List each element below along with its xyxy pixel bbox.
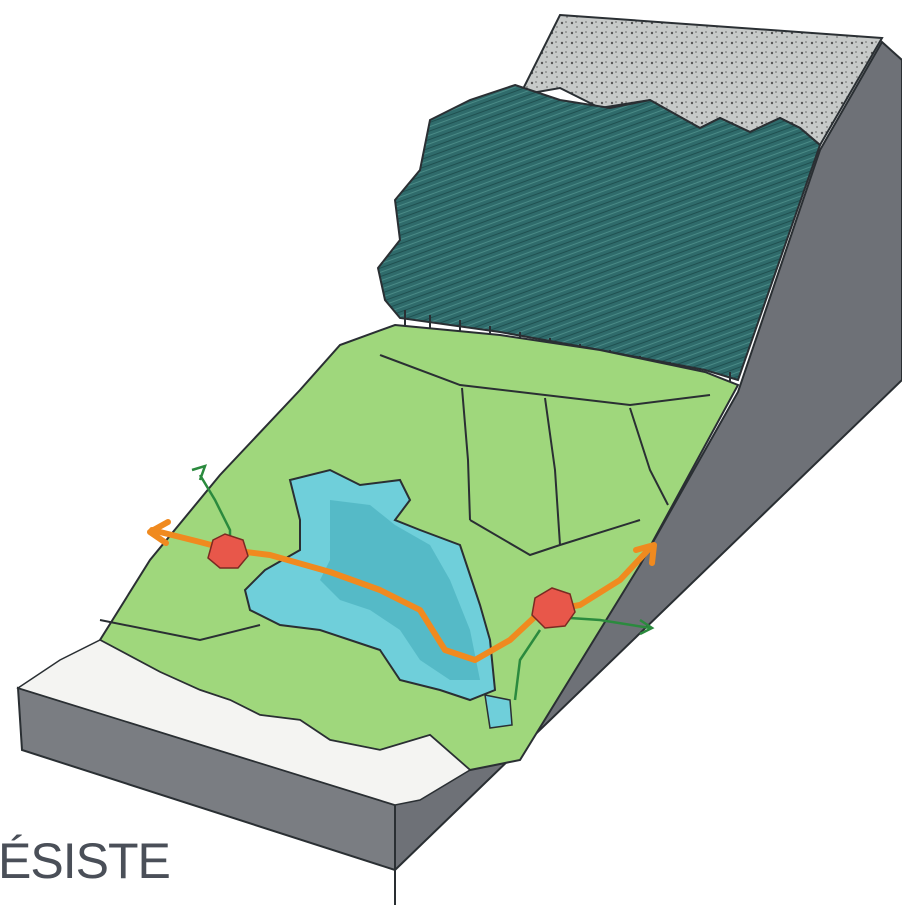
- settlement-icon: [531, 587, 576, 629]
- lake-shadow: [320, 500, 480, 680]
- route-arrow-icon: [147, 519, 171, 546]
- lake-outlet: [484, 694, 513, 729]
- route-arrow-icon: [633, 542, 657, 566]
- settlement-icon: [207, 533, 249, 569]
- path-arrow-icon: [191, 464, 208, 481]
- field-lines: [99, 354, 711, 642]
- forest-zone: [376, 83, 822, 382]
- path-arrow-icon: [639, 618, 655, 636]
- caption-text: ÉSISTE: [0, 833, 171, 889]
- snow-zone: [16, 639, 472, 806]
